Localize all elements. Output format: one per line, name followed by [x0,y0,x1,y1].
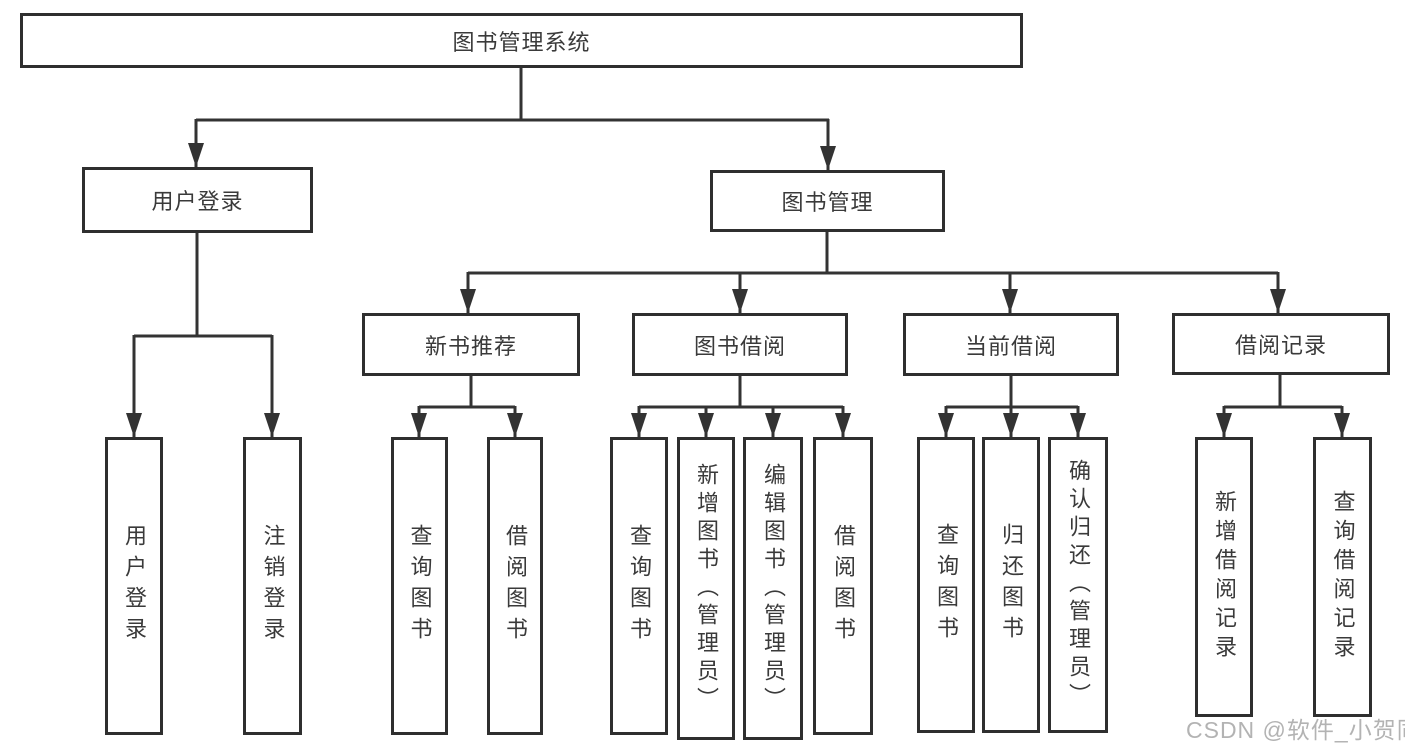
leaf-confirm-return-admin: 确认归还（管理员） [1048,437,1108,733]
node-book-borrow-label: 图书借阅 [693,333,786,359]
leaf-query-books-1-label: 查询图书 [407,524,433,648]
leaf-query-books-1: 查询图书 [391,437,448,735]
connector-root-split [196,68,829,122]
node-book-management-label: 图书管理 [781,190,874,215]
node-new-book-recommend-label: 新书推荐 [424,333,517,359]
connector-book-borrow-split [639,376,843,409]
connector-book-management-split [468,232,1278,275]
leaf-user-login-label: 用户登录 [122,524,147,648]
leaf-add-book-admin: 新增图书（管理员） [677,437,735,740]
leaf-add-borrow-record-label: 新增借阅记录 [1212,490,1237,664]
node-user-login: 用户登录 [82,167,313,233]
node-current-borrow: 当前借阅 [903,313,1119,376]
leaf-return-book: 归还图书 [982,437,1040,733]
connector-new-book-split [419,376,515,409]
leaf-query-borrow-record: 查询借阅记录 [1313,437,1372,717]
node-current-borrow-label: 当前借阅 [964,333,1057,359]
leaf-query-books-3-label: 查询图书 [934,523,959,647]
leaf-logout-label: 注销登录 [260,524,286,648]
node-user-login-label: 用户登录 [151,189,244,214]
leaf-confirm-return-admin-label: 确认归还（管理员） [1066,459,1091,711]
leaf-query-books-2: 查询图书 [610,437,668,735]
leaf-add-book-admin-label: 新增图书（管理员） [694,462,719,715]
leaf-borrow-books-1: 借阅图书 [487,437,543,735]
node-library-system-label: 图书管理系统 [452,29,591,55]
connector-current-borrow-split [946,376,1078,409]
node-library-system: 图书管理系统 [20,13,1023,68]
leaf-edit-book-admin: 编辑图书（管理员） [743,437,803,740]
node-borrow-records: 借阅记录 [1172,313,1390,375]
node-new-book-recommend: 新书推荐 [362,313,580,376]
leaf-query-books-2-label: 查询图书 [627,524,652,648]
leaf-query-borrow-record-label: 查询借阅记录 [1330,490,1356,664]
leaf-return-book-label: 归还图书 [999,523,1024,647]
leaf-borrow-books-1-label: 借阅图书 [503,524,528,648]
leaf-user-login: 用户登录 [105,437,163,735]
connector-user-login-split [134,233,272,338]
leaf-borrow-books-2: 借阅图书 [813,437,873,735]
node-book-management: 图书管理 [710,170,945,232]
leaf-borrow-books-2-label: 借阅图书 [831,524,856,648]
leaf-edit-book-admin-label: 编辑图书（管理员） [761,462,786,715]
leaf-add-borrow-record: 新增借阅记录 [1195,437,1253,717]
leaf-query-books-3: 查询图书 [917,437,975,733]
csdn-watermark: CSDN @软件_小贺同学 [1186,717,1405,743]
connector-borrow-records-split [1224,375,1342,409]
node-borrow-records-label: 借阅记录 [1234,333,1327,358]
node-book-borrow: 图书借阅 [632,313,848,376]
leaf-logout: 注销登录 [243,437,302,735]
